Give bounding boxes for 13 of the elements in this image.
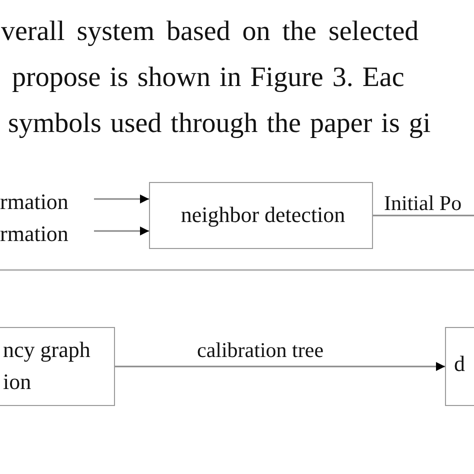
process-box <box>149 182 373 249</box>
text-line: symbols used through the paper is gi <box>8 110 431 138</box>
input-label: rmation <box>0 188 70 216</box>
arrow <box>94 226 149 236</box>
arrow <box>94 194 149 204</box>
box-label: ncy graph ion <box>3 336 92 396</box>
text-line: propose is shown in Figure 3. Eac <box>12 64 404 92</box>
text-line: verall system based on the selected <box>1 18 419 46</box>
box-label: neighbor detection <box>180 201 346 229</box>
process-box <box>0 327 115 406</box>
arrow <box>115 362 445 371</box>
box-label: d <box>454 350 466 378</box>
input-label: rmation <box>0 220 70 248</box>
